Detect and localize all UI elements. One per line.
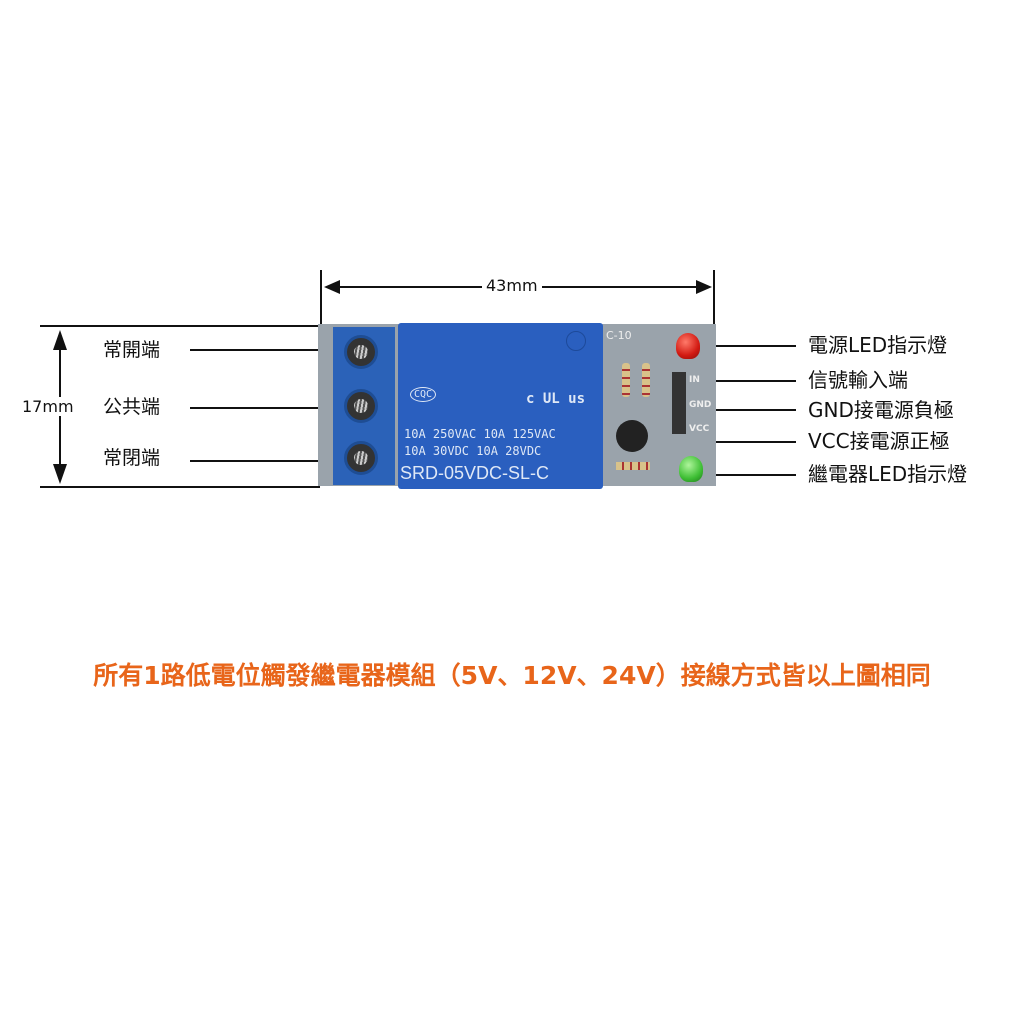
screw-icon bbox=[344, 335, 378, 369]
power-led-red bbox=[676, 333, 700, 359]
height-label: 17mm bbox=[18, 397, 78, 416]
relay-hole bbox=[566, 331, 586, 351]
arrow-up-icon bbox=[53, 330, 67, 350]
relay-model: SRD-05VDC-SL-C bbox=[400, 463, 550, 483]
dim-tick-left bbox=[320, 270, 322, 326]
board-code: C-10 bbox=[606, 329, 632, 342]
arrow-left-icon bbox=[324, 280, 340, 294]
arrow-down-icon bbox=[53, 464, 67, 484]
pin-label-gnd: GND bbox=[689, 400, 712, 410]
relay-led-green bbox=[679, 456, 703, 482]
resistor bbox=[622, 363, 630, 397]
screw-icon bbox=[344, 441, 378, 475]
resistor bbox=[642, 363, 650, 397]
leader-line bbox=[716, 474, 796, 476]
pin-label-vcc: VCC bbox=[689, 424, 710, 434]
label-gnd: GND接電源負極 bbox=[808, 398, 954, 422]
leader-line bbox=[716, 409, 796, 411]
resistor bbox=[616, 462, 650, 470]
cert-cqc: CQC bbox=[410, 387, 437, 402]
width-label: 43mm bbox=[482, 276, 542, 295]
transistor bbox=[616, 420, 648, 452]
relay-rating-1: 10A 250VAC 10A 125VAC bbox=[404, 427, 556, 441]
label-power-led: 電源LED指示燈 bbox=[808, 333, 948, 357]
dim-tick-right bbox=[713, 270, 715, 326]
leader-line bbox=[190, 349, 320, 351]
relay: CQC c UL us 10A 250VAC 10A 125VAC 10A 30… bbox=[398, 323, 603, 489]
pin-label-in: IN bbox=[689, 375, 700, 385]
label-relay-led: 繼電器LED指示燈 bbox=[808, 462, 968, 486]
screw-icon bbox=[344, 389, 378, 423]
label-common: 公共端 bbox=[103, 396, 161, 418]
label-vcc: VCC接電源正極 bbox=[808, 429, 950, 453]
label-normally-closed: 常閉端 bbox=[103, 447, 161, 469]
dim-top-line bbox=[40, 325, 320, 327]
dim-bottom-line bbox=[40, 486, 320, 488]
label-normally-open: 常開端 bbox=[103, 339, 161, 361]
leader-line bbox=[716, 380, 796, 382]
relay-rating-2: 10A 30VDC 10A 28VDC bbox=[404, 444, 542, 458]
leader-line bbox=[716, 345, 796, 347]
pin-header bbox=[672, 372, 686, 434]
cert-ul: c UL us bbox=[526, 391, 586, 407]
leader-line bbox=[190, 460, 320, 462]
label-signal-input: 信號輸入端 bbox=[808, 368, 908, 392]
caption: 所有1路低電位觸發繼電器模組（5V、12V、24V）接線方式皆以上圖相同 bbox=[93, 661, 931, 690]
arrow-right-icon bbox=[696, 280, 712, 294]
leader-line bbox=[190, 407, 320, 409]
leader-line bbox=[716, 441, 796, 443]
